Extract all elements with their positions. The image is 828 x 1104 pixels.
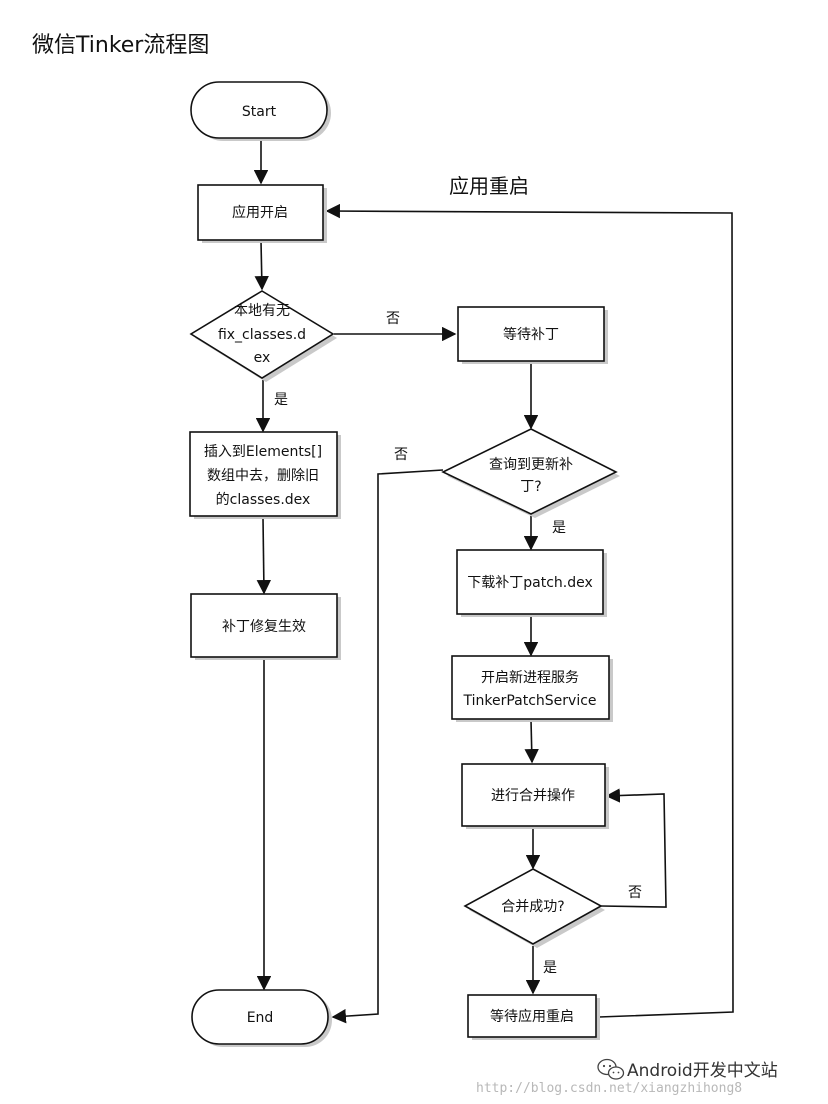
- end-label: End: [247, 1010, 274, 1026]
- merge-label: 进行合并操作: [491, 788, 575, 804]
- edge-label-merge-ok: 是: [543, 960, 557, 976]
- edge-insert-to-effective: [256, 517, 272, 595]
- query-update-line-2: 丁?: [520, 479, 541, 495]
- app-open-label: 应用开启: [232, 204, 288, 221]
- app-open-node: 应用开启: [197, 184, 327, 243]
- merge-success-label: 合并成功?: [501, 899, 564, 915]
- start-label: Start: [242, 104, 277, 120]
- wait-restart-node: 等待应用重启: [467, 994, 600, 1040]
- download-label: 下载补丁patch.dex: [467, 575, 593, 591]
- edge-label-no-dex: 否: [386, 311, 400, 327]
- wait-patch-node: 等待补丁: [457, 306, 608, 364]
- end-node: End: [191, 989, 332, 1047]
- has-dex-line-1: 本地有无: [234, 303, 290, 319]
- watermark-text: Android开发中文站: [627, 1061, 778, 1081]
- query-update-line-1: 查询到更新补: [489, 457, 573, 473]
- start-service-node: 开启新进程服务 TinkerPatchService: [451, 655, 613, 722]
- edges: [253, 140, 734, 1024]
- insert-line-3: 的classes.dex: [216, 492, 311, 508]
- has-dex-line-3: ex: [254, 350, 271, 366]
- edge-query-no: [331, 469, 444, 1024]
- edge-merge-fail: [600, 788, 667, 908]
- merge-node: 进行合并操作: [461, 763, 609, 829]
- has-dex-line-2: fix_classes.d: [218, 327, 306, 343]
- insert-node: 插入到Elements[] 数组中去，删除旧 的classes.dex: [189, 431, 341, 519]
- query-update-decision: 查询到更新补 丁?: [441, 428, 620, 518]
- patch-effective-label: 补丁修复生效: [222, 618, 306, 635]
- restart-label: 应用重启: [449, 174, 529, 198]
- merge-success-decision: 合并成功?: [463, 868, 605, 948]
- start-node: Start: [190, 81, 331, 141]
- wait-restart-label: 等待应用重启: [490, 1008, 574, 1025]
- start-service-line-1: 开启新进程服务: [481, 670, 579, 686]
- insert-line-2: 数组中去，删除旧: [207, 468, 319, 484]
- edge-label-merge-fail: 否: [628, 885, 642, 901]
- page-title: 微信Tinker流程图: [32, 33, 209, 58]
- edge-label-no-update: 否: [394, 447, 408, 463]
- watermark: Android开发中文站 http://blog.csdn.net/xiangz…: [476, 1058, 778, 1096]
- edge-service-to-merge: [524, 719, 539, 764]
- insert-line-1: 插入到Elements[]: [204, 444, 322, 460]
- edge-restart-loop: [325, 203, 734, 1018]
- start-service-line-2: TinkerPatchService: [462, 693, 596, 709]
- edge-open-to-check: [254, 240, 269, 291]
- patch-effective-node: 补丁修复生效: [190, 593, 341, 660]
- watermark-url: http://blog.csdn.net/xiangzhihong8: [476, 1081, 742, 1096]
- edge-label-yes-update: 是: [552, 520, 566, 536]
- wechat-icon: [597, 1058, 625, 1080]
- edge-label-yes-dex: 是: [274, 392, 288, 408]
- download-node: 下载补丁patch.dex: [456, 549, 607, 617]
- wait-patch-label: 等待补丁: [503, 326, 559, 343]
- has-dex-decision: 本地有无 fix_classes.d ex: [189, 290, 337, 382]
